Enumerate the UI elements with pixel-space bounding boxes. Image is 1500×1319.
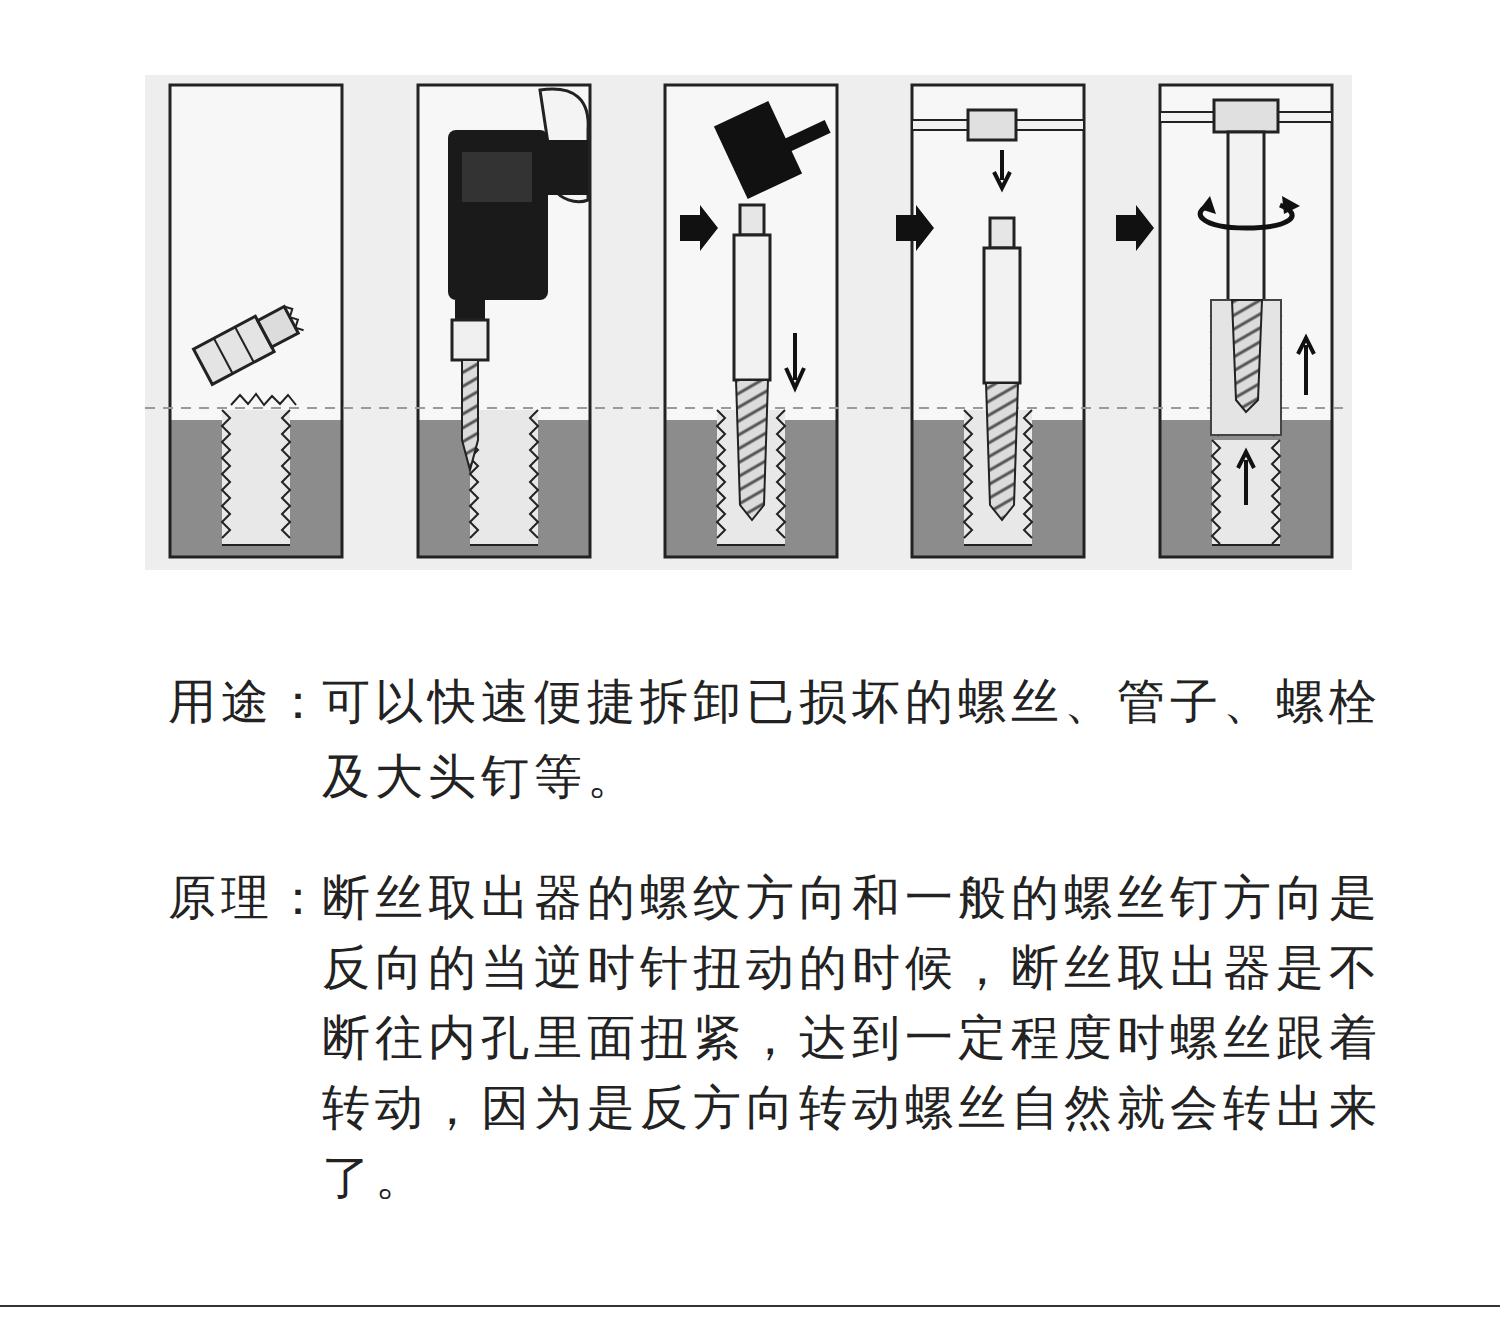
panel-border	[418, 85, 590, 557]
panel-border	[665, 85, 837, 557]
threaded-hole	[1212, 440, 1280, 545]
extractor-tip	[1232, 300, 1262, 412]
hole-bottom	[1212, 544, 1280, 546]
body-text: 断丝取出器的螺纹方向和一般的螺丝钉方向是反向的当逆时针扭动的时候，断丝取出器是不…	[322, 862, 1382, 1212]
thread	[530, 410, 538, 538]
panel-border	[1160, 85, 1332, 557]
heading-label: 用途：	[168, 664, 328, 739]
panel-ground	[145, 75, 1352, 570]
thread	[1212, 440, 1220, 544]
hole-bottom	[470, 544, 538, 546]
hole-bottom	[964, 544, 1032, 546]
bottom-rule	[0, 1305, 1500, 1307]
threaded-hole	[470, 410, 538, 545]
panel-frame	[418, 85, 590, 557]
extractor-shank	[1228, 132, 1264, 302]
arrow-down	[994, 150, 1010, 188]
thread	[717, 410, 725, 538]
heading-label: 原理：	[168, 862, 328, 932]
panels	[170, 85, 1332, 557]
step-arrow	[1116, 205, 1154, 251]
arrow-up	[1238, 452, 1254, 505]
broken-edge	[231, 394, 296, 405]
hole-bottom	[717, 544, 785, 546]
panel-frame	[912, 85, 1084, 557]
extractor	[984, 218, 1020, 520]
bolt-remnant	[1211, 300, 1281, 435]
arrow-up	[1298, 338, 1314, 395]
panel-frame	[170, 85, 342, 557]
panel-frame	[1160, 85, 1332, 557]
body-text: 可以快速便捷拆卸已损坏的螺丝、管子、螺栓及大头钉等。	[322, 664, 1382, 814]
extractor	[734, 205, 770, 520]
rotate-arrow-head	[1200, 196, 1300, 214]
broken-bolt	[194, 299, 306, 384]
arrow-down	[786, 333, 804, 388]
hammer	[714, 101, 831, 199]
thread	[964, 410, 972, 538]
thread	[1272, 440, 1280, 544]
thread	[1024, 410, 1032, 538]
step-arrow	[896, 205, 934, 251]
panel-border	[912, 85, 1084, 557]
thread	[222, 410, 230, 538]
panel-border	[170, 85, 342, 557]
thread	[777, 410, 785, 538]
t-wrench	[1160, 100, 1332, 132]
thread	[282, 410, 290, 538]
hole-bottom	[222, 544, 290, 546]
step-arrow	[680, 205, 718, 251]
drill	[448, 89, 588, 470]
material-section	[1160, 420, 1332, 557]
threaded-hole	[222, 410, 290, 545]
panel-frame	[665, 85, 837, 557]
t-handle	[912, 110, 1084, 140]
